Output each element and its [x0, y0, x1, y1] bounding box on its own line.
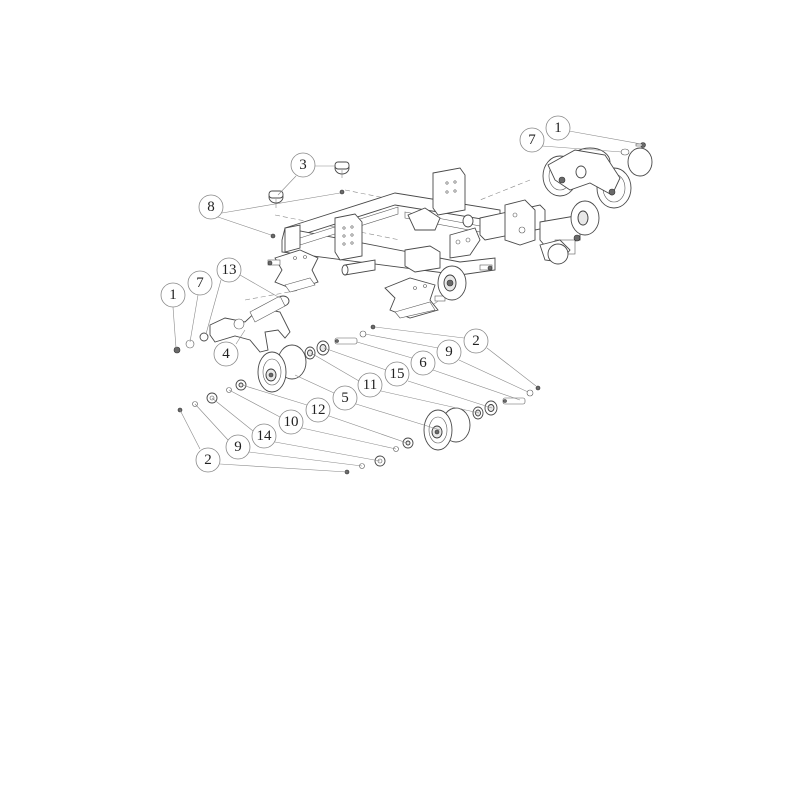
svg-text:12: 12 — [311, 402, 326, 418]
svg-text:4: 4 — [222, 346, 230, 362]
svg-text:13: 13 — [222, 262, 237, 278]
svg-text:2: 2 — [472, 333, 480, 349]
callout-bubbles: 1 7 3 8 13 7 1 4 2 9 6 15 11 5 12 10 14 … — [160, 115, 571, 473]
bogie-assembly — [542, 142, 653, 209]
svg-text:11: 11 — [363, 377, 377, 393]
callout-part-2: 2 — [463, 328, 489, 354]
callout-part-7: 7 — [519, 127, 545, 153]
callout-part-7-left: 7 — [187, 270, 213, 296]
svg-text:1: 1 — [169, 287, 177, 303]
upper-wheel-set — [177, 324, 376, 413]
svg-text:10: 10 — [284, 414, 299, 430]
svg-text:9: 9 — [234, 439, 242, 455]
callout-part-3: 3 — [290, 152, 316, 178]
callout-part-15: 15 — [384, 361, 410, 387]
callout-part-9: 9 — [436, 339, 462, 365]
rubber-stops — [268, 161, 350, 239]
callout-part-12: 12 — [305, 397, 331, 423]
callout-part-2-lower: 2 — [195, 447, 221, 473]
svg-text:3: 3 — [299, 157, 307, 173]
svg-text:14: 14 — [257, 428, 273, 444]
leader-lines — [172, 130, 642, 473]
callout-part-13: 13 — [216, 257, 242, 283]
callout-part-5: 5 — [332, 385, 358, 411]
callout-part-8: 8 — [198, 194, 224, 220]
svg-text:8: 8 — [207, 199, 215, 215]
pivot-bracket — [173, 295, 291, 354]
callout-part-1-left: 1 — [160, 282, 186, 308]
svg-text:7: 7 — [196, 275, 204, 291]
svg-text:9: 9 — [445, 344, 453, 360]
callout-part-6: 6 — [410, 350, 436, 376]
callout-part-1: 1 — [545, 115, 571, 141]
lower-wheel-set — [344, 385, 541, 475]
svg-text:15: 15 — [390, 366, 405, 382]
svg-text:7: 7 — [528, 132, 536, 148]
svg-text:5: 5 — [341, 390, 349, 406]
callout-part-4: 4 — [213, 341, 239, 367]
callout-part-11: 11 — [357, 372, 383, 398]
callout-part-9-lower: 9 — [225, 434, 251, 460]
svg-text:6: 6 — [419, 355, 427, 371]
frame-right-wheels — [547, 200, 600, 265]
chassis-frame — [267, 167, 581, 319]
callout-part-14: 14 — [251, 423, 277, 449]
svg-text:1: 1 — [554, 120, 562, 136]
svg-text:2: 2 — [204, 452, 212, 468]
callout-part-10: 10 — [278, 409, 304, 435]
